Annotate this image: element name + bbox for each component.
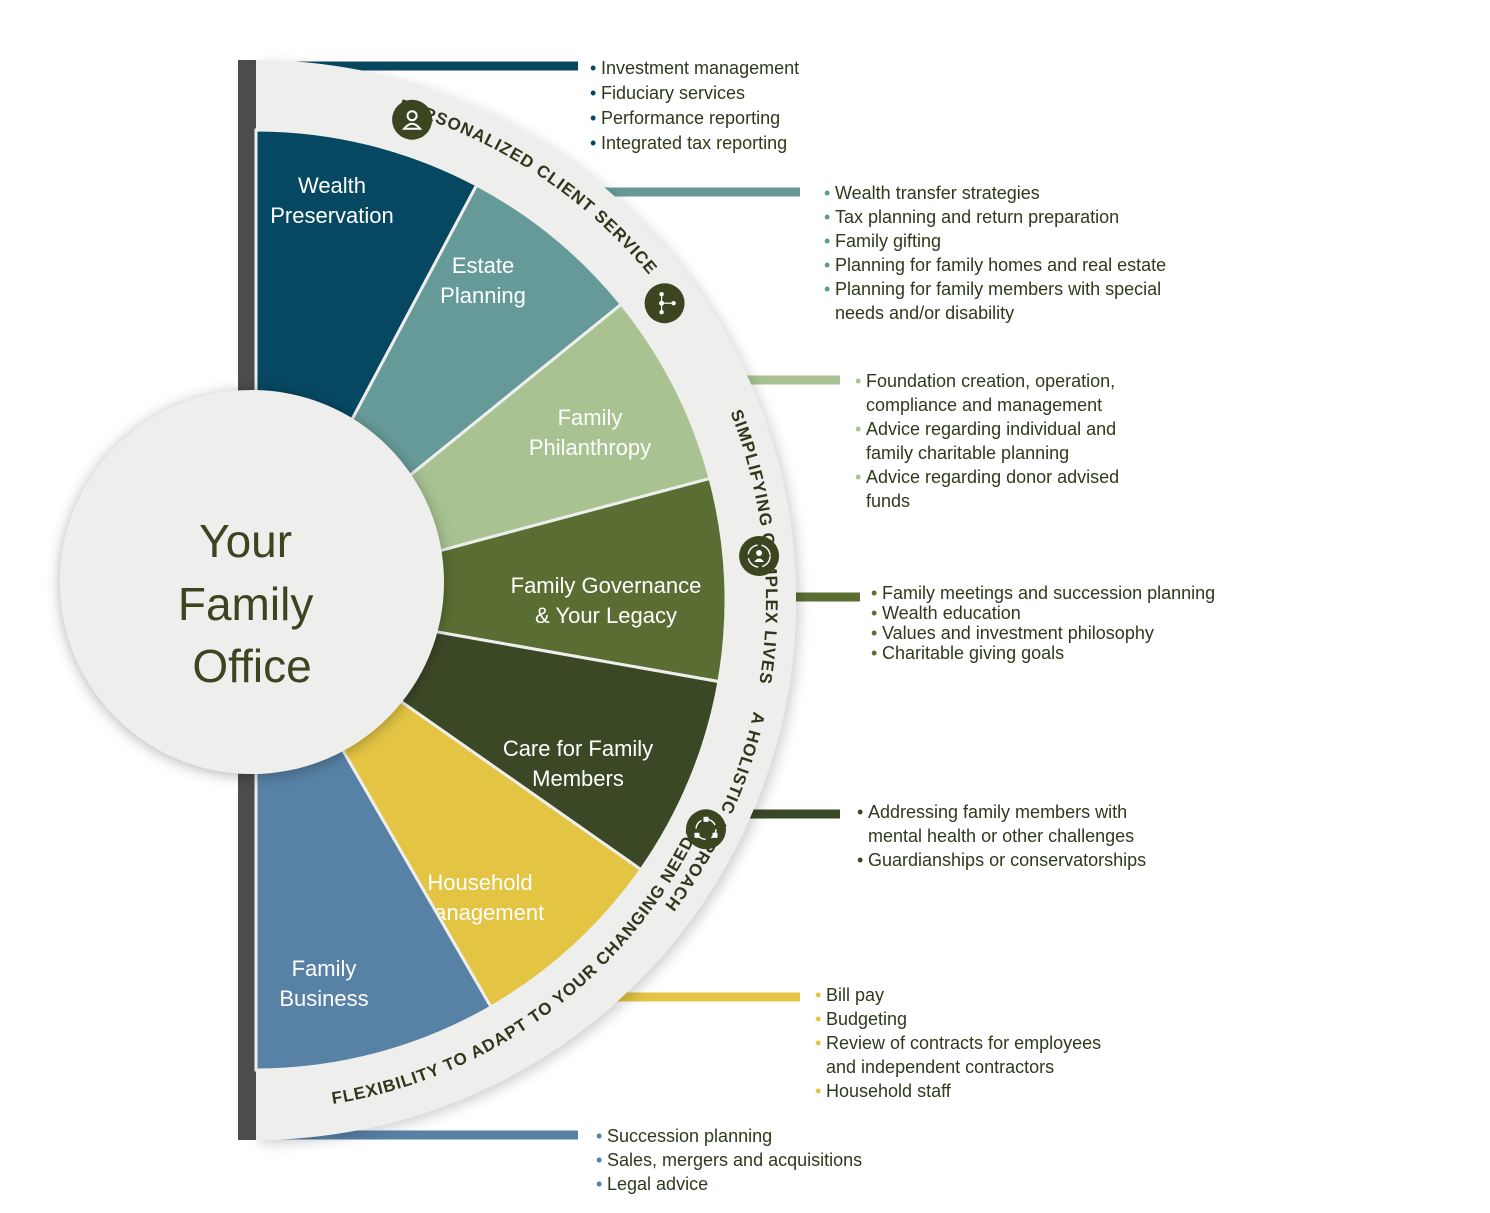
segment-label-line: Wealth bbox=[298, 173, 366, 198]
segment-label-line: & Your Legacy bbox=[535, 603, 677, 628]
ring-icons bbox=[392, 99, 780, 850]
connector-household-management bbox=[612, 992, 800, 1002]
segment-label-line: Philanthropy bbox=[529, 435, 651, 460]
segment-label-line: Members bbox=[532, 766, 624, 791]
center-title-line: Office bbox=[192, 640, 311, 692]
cycle-arrows-icon bbox=[686, 809, 726, 850]
person-icon bbox=[392, 99, 433, 140]
connector-family-philanthropy bbox=[740, 375, 840, 385]
bullet-item: Succession planning bbox=[596, 1124, 916, 1148]
segment-family-governance bbox=[255, 476, 728, 684]
bullet-item: Tax planning and return preparation bbox=[824, 205, 1204, 229]
bullet-item: Fiduciary services bbox=[590, 81, 890, 106]
bullet-item: Foundation creation, operation, complian… bbox=[855, 369, 1155, 417]
bullet-item: Legal advice bbox=[596, 1172, 916, 1196]
bullet-item: Bill pay bbox=[815, 983, 1135, 1007]
segment-label-line: Family bbox=[558, 405, 623, 430]
segment-label-line: Planning bbox=[440, 283, 526, 308]
center-title: Your Family Office bbox=[178, 515, 326, 692]
bullet-item: Family meetings and succession planning bbox=[871, 583, 1271, 603]
segment-label-line: Family Governance bbox=[511, 573, 702, 598]
bullet-list-estate-planning: Wealth transfer strategiesTax planning a… bbox=[824, 181, 1204, 325]
connector-estate-planning bbox=[580, 187, 800, 197]
bullet-item: Addressing family members with mental he… bbox=[857, 800, 1177, 848]
bullet-list-household-management: Bill payBudgetingReview of contracts for… bbox=[815, 983, 1135, 1103]
center-title-line: Family bbox=[178, 578, 313, 630]
segment-label-line: Household bbox=[427, 870, 532, 895]
segment-label-line: Business bbox=[279, 986, 368, 1011]
person-cycle-icon bbox=[739, 536, 780, 576]
center-title-line: Your bbox=[199, 515, 292, 567]
bullet-list-family-business: Succession planningSales, mergers and ac… bbox=[596, 1124, 916, 1196]
bullet-item: Review of contracts for employees and in… bbox=[815, 1031, 1135, 1079]
bullet-item: Sales, mergers and acquisitions bbox=[596, 1148, 916, 1172]
connector-lines bbox=[266, 61, 860, 1140]
center-circle bbox=[60, 390, 444, 774]
bullet-item: Planning for family members with special… bbox=[824, 277, 1204, 325]
bullet-list-family-governance: Family meetings and succession planningW… bbox=[871, 583, 1271, 663]
bullet-list-wealth-preservation: Investment managementFiduciary servicesP… bbox=[590, 56, 890, 156]
bullet-item: Performance reporting bbox=[590, 106, 890, 131]
bullet-item: Wealth transfer strategies bbox=[824, 181, 1204, 205]
connector-family-governance bbox=[790, 592, 860, 602]
bullet-item: Guardianships or conservatorships bbox=[857, 848, 1177, 872]
connector-family-business bbox=[266, 1130, 578, 1140]
segment-label-family-governance: Family Governance & Your Legacy bbox=[511, 573, 702, 628]
bullet-item: Investment management bbox=[590, 56, 890, 81]
network-icon bbox=[644, 283, 685, 324]
bullet-item: Wealth education bbox=[871, 603, 1271, 623]
bullet-item: Advice regarding donor advised funds bbox=[855, 465, 1155, 513]
bullet-item: Household staff bbox=[815, 1079, 1135, 1103]
bullet-item: Charitable giving goals bbox=[871, 643, 1271, 663]
bullet-item: Planning for family homes and real estat… bbox=[824, 253, 1204, 277]
segment-label-line: Care for Family bbox=[503, 736, 653, 761]
segment-label-line: Family bbox=[292, 956, 357, 981]
bullet-list-family-philanthropy: Foundation creation, operation, complian… bbox=[855, 369, 1155, 513]
bullet-item: Advice regarding individual and family c… bbox=[855, 417, 1155, 465]
connector-wealth-preservation bbox=[266, 61, 578, 71]
connector-care-for-family bbox=[745, 809, 840, 819]
bullet-item: Integrated tax reporting bbox=[590, 131, 890, 156]
segment-label-line: Preservation bbox=[270, 203, 394, 228]
bullet-item: Values and investment philosophy bbox=[871, 623, 1271, 643]
bullet-item: Budgeting bbox=[815, 1007, 1135, 1031]
bullet-item: Family gifting bbox=[824, 229, 1204, 253]
bullet-list-care-for-family: Addressing family members with mental he… bbox=[857, 800, 1177, 872]
segment-label-line: Estate bbox=[452, 253, 514, 278]
